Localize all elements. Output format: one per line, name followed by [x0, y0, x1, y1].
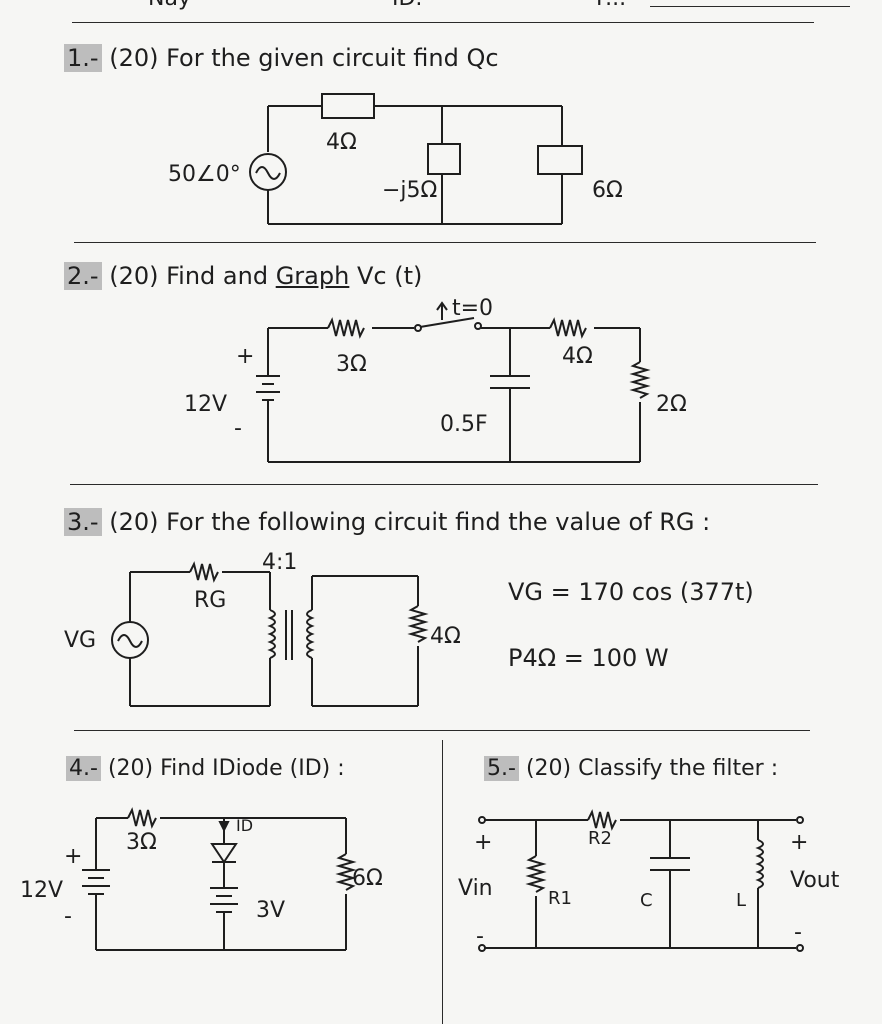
label-r1-2: 3Ω: [336, 352, 367, 377]
problem-1-prompt: (20) For the given circuit find Qc: [109, 44, 499, 72]
header-id-fragment: ID.: [392, 0, 422, 11]
given-vg-3: VG = 170 cos (377t): [508, 578, 754, 606]
transformer-secondary-3: [306, 609, 315, 659]
header-other-fragment: F...: [596, 0, 626, 11]
problem-3-prompt: (20) For the following circuit find the …: [109, 508, 711, 536]
switch-2: [419, 317, 475, 328]
problem-1-heading: 1.- (20) For the given circuit find Qc: [64, 44, 499, 72]
label-switch-2: t=0: [452, 296, 494, 321]
divider-3: [74, 730, 810, 731]
label-r2-2: 4Ω: [562, 344, 593, 369]
label-r-right-1: 6Ω: [592, 178, 623, 203]
label-plus-out-5: +: [790, 830, 809, 855]
label-ratio-3: 4:1: [262, 550, 298, 575]
problem-2-prompt-a: (20) Find and: [109, 262, 269, 290]
label-r1-4: 3Ω: [126, 830, 157, 855]
circuit-4: [82, 807, 357, 951]
given-power-3: P4Ω = 100 W: [508, 644, 669, 672]
problem-2-heading: 2.- (20) Find and Graph Vc (t): [64, 262, 422, 290]
circuit-2: [256, 301, 651, 463]
resistor-3-ohm-2: [327, 317, 365, 339]
label-minus-out-5: -: [794, 920, 802, 945]
problem-3-number: 3.-: [64, 508, 102, 536]
label-plus-2: +: [236, 344, 255, 369]
problem-5-prompt: (20) Classify the filter :: [525, 756, 779, 781]
label-rg-3: RG: [194, 588, 227, 613]
label-minus-4: -: [64, 904, 72, 929]
resistor-6-ohm-1: [537, 145, 583, 175]
label-plus-4: +: [64, 844, 83, 869]
resistor-4-ohm-1: [321, 93, 375, 119]
header-name-fragment: Nay: [148, 0, 191, 11]
label-vg-3: VG: [64, 628, 97, 653]
divider-2: [70, 484, 818, 485]
label-source-1: 50∠0°: [168, 162, 241, 187]
resistor-4-ohm-3: [407, 605, 429, 643]
label-r2-5: R2: [588, 828, 612, 849]
capacitor-impedance-1: [427, 143, 461, 175]
label-cap-1: −j5Ω: [382, 178, 438, 203]
problem-2-prompt-graph: Graph: [275, 262, 350, 290]
label-minus-in-5: -: [476, 924, 484, 949]
label-r3-2: 2Ω: [656, 392, 687, 417]
problem-3-heading: 3.- (20) For the following circuit find …: [64, 508, 710, 536]
resistor-4-ohm-2: [549, 317, 587, 339]
transformer-primary-3: [267, 609, 276, 659]
divider-vertical: [442, 740, 443, 1024]
label-vout-5: Vout: [790, 868, 840, 893]
header-underline: [650, 6, 850, 7]
label-vin-5: Vin: [458, 876, 493, 901]
label-r2-4: 6Ω: [352, 866, 383, 891]
problem-5-number: 5.-: [484, 756, 519, 781]
circuit-3: [111, 561, 429, 707]
resistor-r2-5: [587, 809, 617, 831]
resistor-6-ohm-4: [335, 853, 357, 891]
problem-4-prompt: (20) Find IDiode (ID) :: [107, 756, 345, 781]
problem-4-heading: 4.- (20) Find IDiode (ID) :: [66, 756, 345, 781]
problem-2-prompt-b: Vc (t): [356, 262, 423, 290]
label-source-4: 12V: [20, 878, 64, 903]
label-source-2: 12V: [184, 392, 228, 417]
resistor-r1-5: [525, 855, 547, 893]
circuit-1: [249, 93, 583, 225]
divider-1: [74, 242, 816, 243]
circuit-5: [478, 809, 804, 952]
label-r-top-1: 4Ω: [326, 130, 357, 155]
label-c-5: C: [640, 890, 653, 911]
label-cap-2: 0.5F: [440, 412, 488, 437]
resistor-2-ohm-2: [629, 361, 651, 399]
label-load-3: 4Ω: [430, 624, 461, 649]
inductor-l-5: [755, 839, 764, 889]
diode-4: [210, 843, 238, 864]
resistor-rg-3: [189, 561, 219, 583]
resistor-3-ohm-4: [127, 807, 157, 829]
label-id-4: ID: [236, 816, 254, 835]
problem-2-number: 2.-: [64, 262, 102, 290]
problem-5-heading: 5.- (20) Classify the filter :: [484, 756, 778, 781]
label-minus-2: -: [234, 416, 242, 441]
label-l-5: L: [736, 890, 747, 911]
label-r1-5: R1: [548, 888, 572, 909]
divider-top: [72, 22, 814, 23]
problem-1-number: 1.-: [64, 44, 102, 72]
label-plus-in-5: +: [474, 830, 493, 855]
label-vdiode-4: 3V: [256, 898, 286, 923]
problem-4-number: 4.-: [66, 756, 101, 781]
